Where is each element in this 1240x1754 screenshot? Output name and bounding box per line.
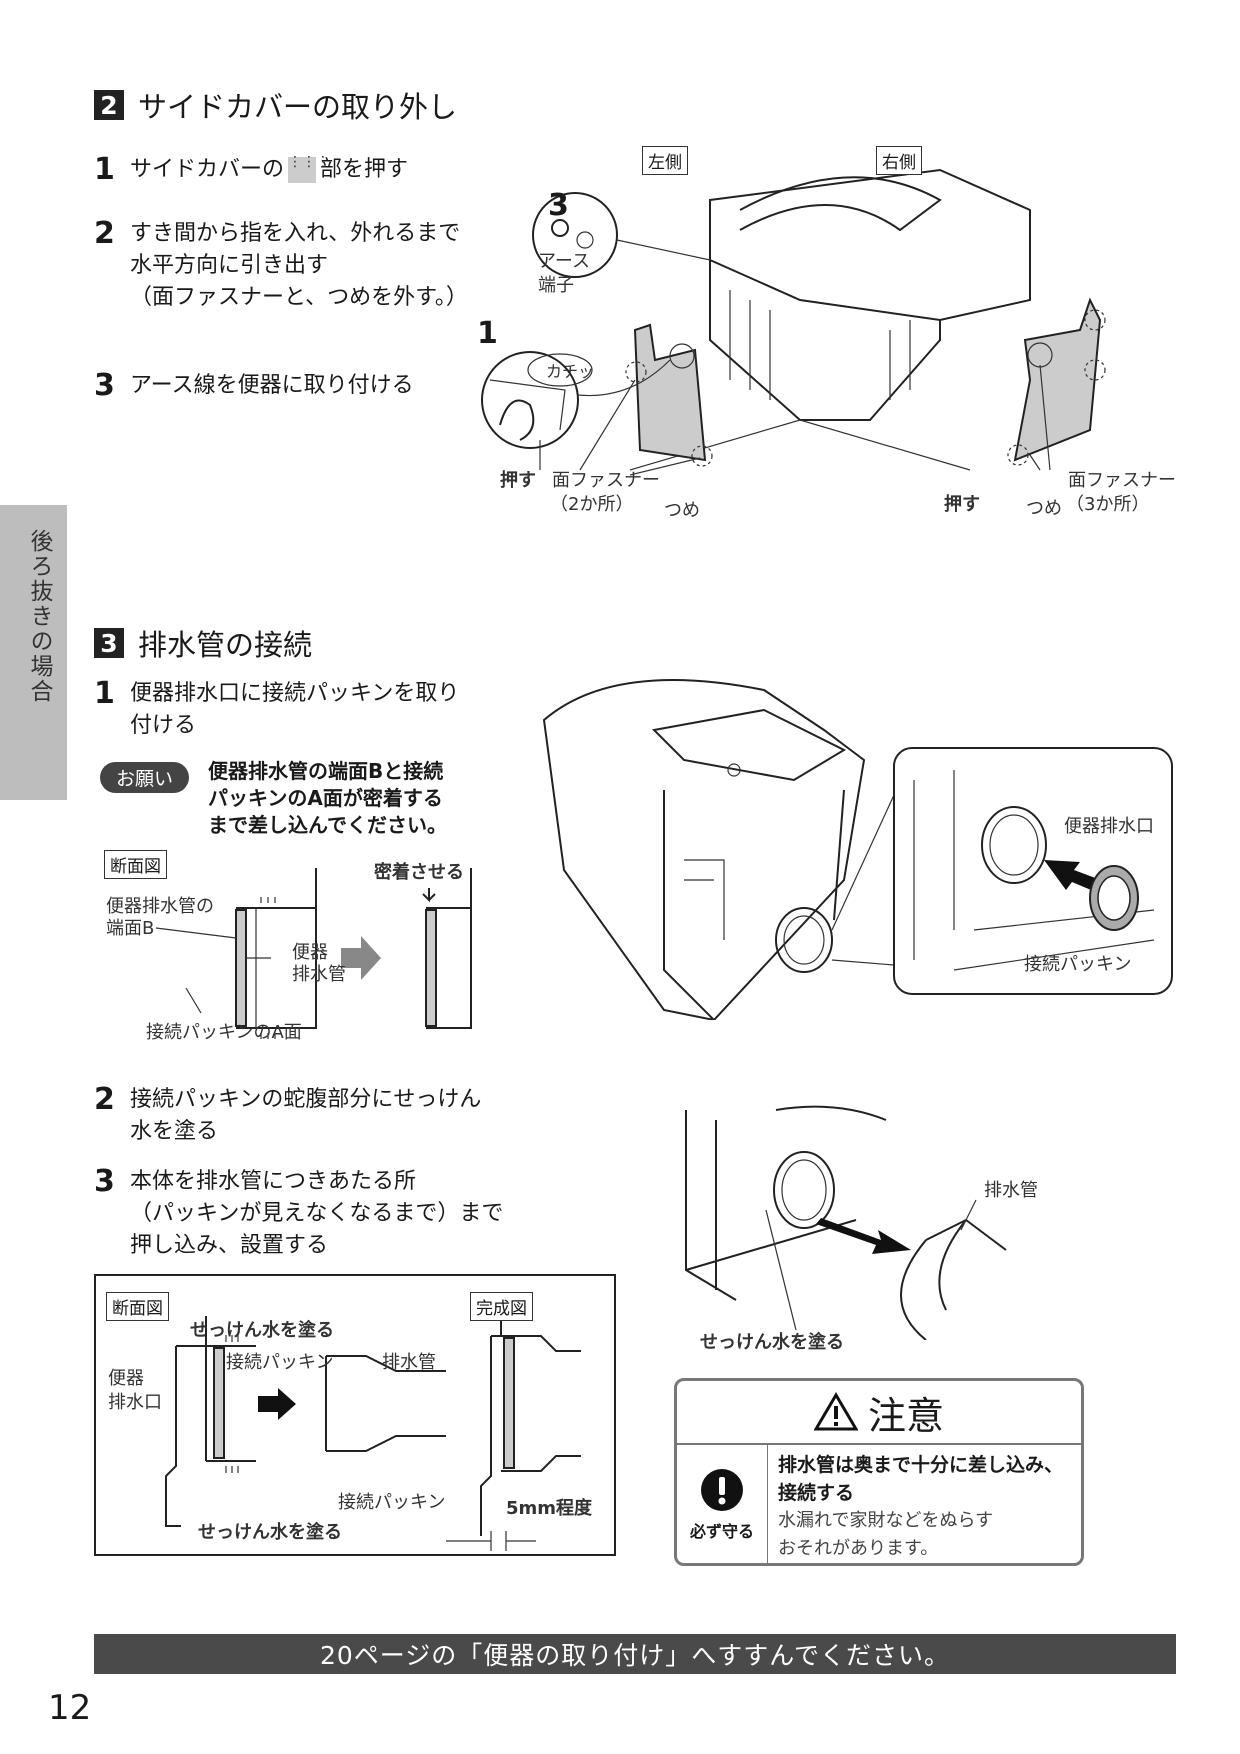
- step-number: 2: [94, 1082, 115, 1117]
- section2-step1: 1 サイドカバーの⋮⋮⋮部を押す: [94, 154, 408, 186]
- claw-left-label: つめ: [664, 500, 700, 521]
- packing-bottom-label: 接続パッキン: [338, 1492, 446, 1513]
- step2-line: すき間から指を入れ、外れるまで: [130, 221, 461, 246]
- warning-triangle-icon: [813, 1392, 858, 1431]
- toilet-pipe-label-1: 便器: [292, 942, 328, 963]
- section3-step3: 3 本体を排水管につきあたる所 （パッキンが見えなくなるまで）まで 押し込み、設…: [94, 1166, 503, 1262]
- install-cross-section: [165, 1316, 581, 1551]
- fastener-left-count: （2か所）: [550, 494, 634, 515]
- request-badge: お願い: [100, 762, 190, 793]
- section3-title: 排水管の接続: [138, 628, 313, 662]
- earth-label: アース: [538, 251, 591, 272]
- soap-label: せっけん水を塗る: [700, 1332, 844, 1353]
- section3-heading: 3 排水管の接続: [94, 622, 312, 664]
- must-follow-cell: 必ず守る: [677, 1445, 768, 1563]
- section2-heading: 2 サイドカバーの取り外し: [94, 84, 457, 126]
- outlet-label-2: 排水口: [108, 1392, 162, 1413]
- left-side-label: 左側: [642, 146, 688, 175]
- section2-number: 2: [94, 90, 124, 120]
- gap-label: 5mm程度: [506, 1498, 593, 1519]
- fastener-right-count: （3か所）: [1066, 494, 1150, 515]
- page-number: 12: [48, 1688, 92, 1728]
- request-line: 便器排水管の端面Bと接続: [208, 759, 444, 783]
- claw-right-label: つめ: [1026, 498, 1062, 519]
- must-follow-label: 必ず守る: [689, 1522, 754, 1541]
- packing-a-label: 接続パッキンのA面: [146, 1022, 302, 1043]
- terminal-label: 端子: [538, 275, 574, 296]
- step-number: 1: [94, 152, 115, 187]
- outlet-label: 便器排水口: [1064, 816, 1154, 837]
- seal-label: 密着させる: [374, 862, 464, 883]
- toilet-pipe-label-2: 排水管: [292, 964, 346, 985]
- section2-step2: 2 すき間から指を入れ、外れるまで 水平方向に引き出す （面ファスナーと、つめを…: [94, 218, 468, 314]
- install-cross-section-box: [94, 1274, 616, 1556]
- step2-line: 水を塗る: [130, 1119, 219, 1144]
- step3-line: 本体を排水管につきあたる所: [130, 1169, 417, 1194]
- exclamation-circle-icon: [701, 1469, 743, 1511]
- step2-line: 水平方向に引き出す: [130, 253, 329, 278]
- step1-text-pre: サイドカバーの: [130, 157, 285, 182]
- next-page-banner: 20ページの「便器の取り付け」へすすんでください。: [94, 1634, 1176, 1674]
- soap-bottom-label: せっけん水を塗る: [198, 1522, 342, 1543]
- fastener-left-label: 面ファスナー: [552, 470, 660, 491]
- step1-text-post: 部を押す: [320, 157, 409, 182]
- caution-sub-2: おそれがあります。: [778, 1538, 939, 1559]
- request-line: パッキンのA面が密着する: [208, 786, 443, 810]
- outlet-label-1: 便器: [108, 1368, 144, 1389]
- section2-step3: 3 アース線を便器に取り付ける: [94, 370, 414, 402]
- push-dots-icon: ⋮⋮⋮: [288, 155, 330, 183]
- caution-main-1: 排水管は奥まで十分に差し込み、: [778, 1454, 1064, 1476]
- caution-main-2: 接続する: [778, 1482, 855, 1504]
- step-number: 1: [94, 676, 115, 711]
- step2-line: （面ファスナーと、つめを外す。）: [130, 285, 468, 310]
- step3-line: 押し込み、設置する: [130, 1233, 329, 1258]
- click-label: カチッ: [546, 362, 595, 381]
- callout-3: 3: [548, 188, 569, 223]
- side-cover-illustration: [481, 168, 1106, 476]
- packing-cross-section: [155, 868, 472, 1039]
- drain-label: 排水管: [984, 1180, 1038, 1201]
- step3-line: （パッキンが見えなくなるまで）まで: [130, 1201, 504, 1226]
- drain-top-label: 排水管: [382, 1352, 436, 1373]
- push-left-label: 押す: [500, 470, 536, 491]
- section3-number: 3: [94, 628, 124, 658]
- step1-line: 付ける: [130, 713, 197, 738]
- side-tab: 後ろ抜きの場合: [0, 505, 67, 800]
- step-number: 3: [94, 1164, 115, 1199]
- caution-sub-1: 水漏れで家財などをぬらす: [778, 1510, 994, 1531]
- caution-title: 注意: [867, 1393, 944, 1438]
- section3-step2: 2 接続パッキンの蛇腹部分にせっけん 水を塗る: [94, 1084, 481, 1148]
- complete-view-label: 完成図: [470, 1292, 533, 1321]
- caution-body: 排水管は奥まで十分に差し込み、 接続する 水漏れで家財などをぬらす おそれがあり…: [768, 1445, 1073, 1563]
- section3-step1: 1 便器排水口に接続パッキンを取り 付ける: [94, 678, 459, 742]
- callout-1: 1: [477, 316, 498, 351]
- packing-label: 接続パッキン: [1024, 954, 1132, 975]
- right-side-label: 右側: [876, 146, 922, 175]
- caution-header: 注意: [677, 1381, 1081, 1445]
- fastener-right-label: 面ファスナー: [1068, 470, 1176, 491]
- caution-box: 注意 必ず守る 排水管は奥まで十分に差し込み、 接続する 水漏れで家財などをぬら…: [674, 1378, 1084, 1566]
- request-line: まで差し込んでください。: [208, 813, 447, 837]
- cross-section-label-2: 断面図: [106, 1292, 169, 1321]
- side-tab-label: 後ろ抜きの場合: [26, 529, 52, 704]
- pipe-end-label-1: 便器排水管の: [106, 896, 214, 917]
- soap-top-label: せっけん水を塗る: [190, 1320, 334, 1341]
- step-number: 2: [94, 216, 115, 251]
- step-number: 3: [94, 368, 115, 403]
- step2-line: 接続パッキンの蛇腹部分にせっけん: [130, 1087, 482, 1112]
- pipe-end-label-2: 端面B: [106, 918, 155, 939]
- push-right-label: 押す: [944, 494, 980, 515]
- drain-pipe-illustration: [685, 1105, 1007, 1340]
- drain-outlet-illustration: [542, 679, 1173, 1020]
- cross-section-label: 断面図: [104, 850, 167, 879]
- request-text: 便器排水管の端面Bと接続 パッキンのA面が密着する まで差し込んでください。: [208, 758, 447, 839]
- packing-top-label: 接続パッキン: [226, 1352, 334, 1373]
- step1-line: 便器排水口に接続パッキンを取り: [130, 681, 460, 706]
- section2-title: サイドカバーの取り外し: [138, 90, 458, 124]
- step3-text: アース線を便器に取り付ける: [130, 373, 414, 398]
